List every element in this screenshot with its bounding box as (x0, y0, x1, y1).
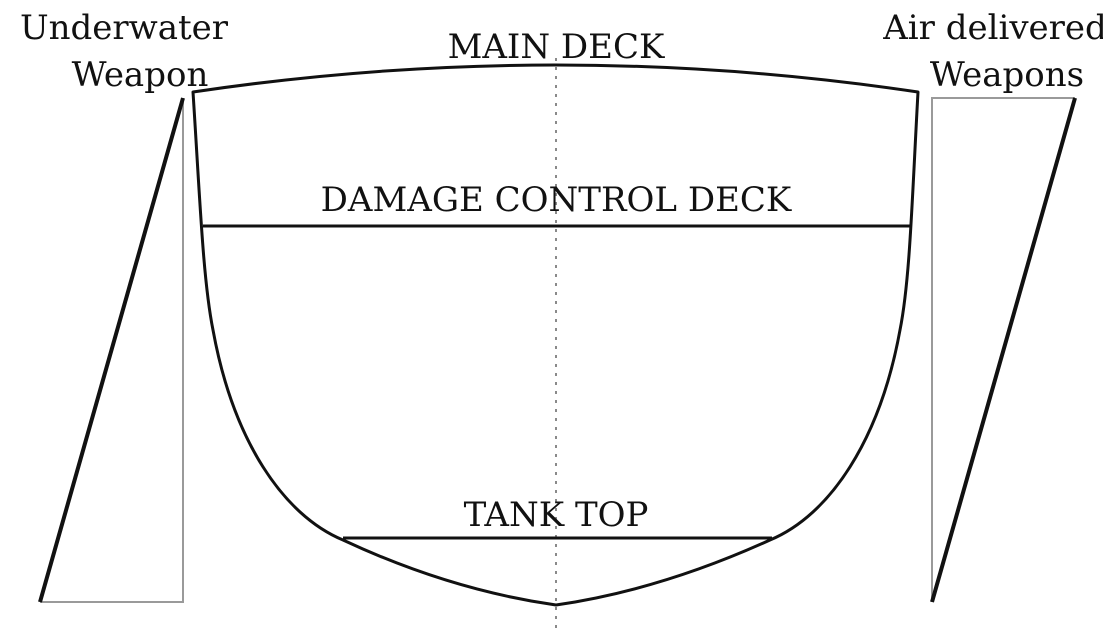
underwater-weapon-label-line1: Underwater (20, 8, 229, 48)
underwater-weapon-label-line2: Weapon (72, 55, 209, 95)
air-wedge-slope (930, 97, 1077, 603)
tank-top-label: TANK TOP (464, 495, 649, 535)
hull-outline (191, 63, 920, 607)
air-delivered-weapons-wedge (930, 97, 1077, 603)
air-delivered-label-line1: Air delivered (882, 8, 1103, 48)
underwater-wedge-slope (38, 97, 185, 603)
air-delivered-label-line2: Weapons (930, 55, 1084, 95)
damage-control-deck-label: DAMAGE CONTROL DECK (321, 180, 792, 220)
underwater-weapon-wedge (38, 97, 185, 603)
air-wedge-outline (931, 97, 1075, 602)
main-deck-label: MAIN DECK (448, 27, 665, 67)
underwater-wedge-outline (40, 98, 184, 603)
